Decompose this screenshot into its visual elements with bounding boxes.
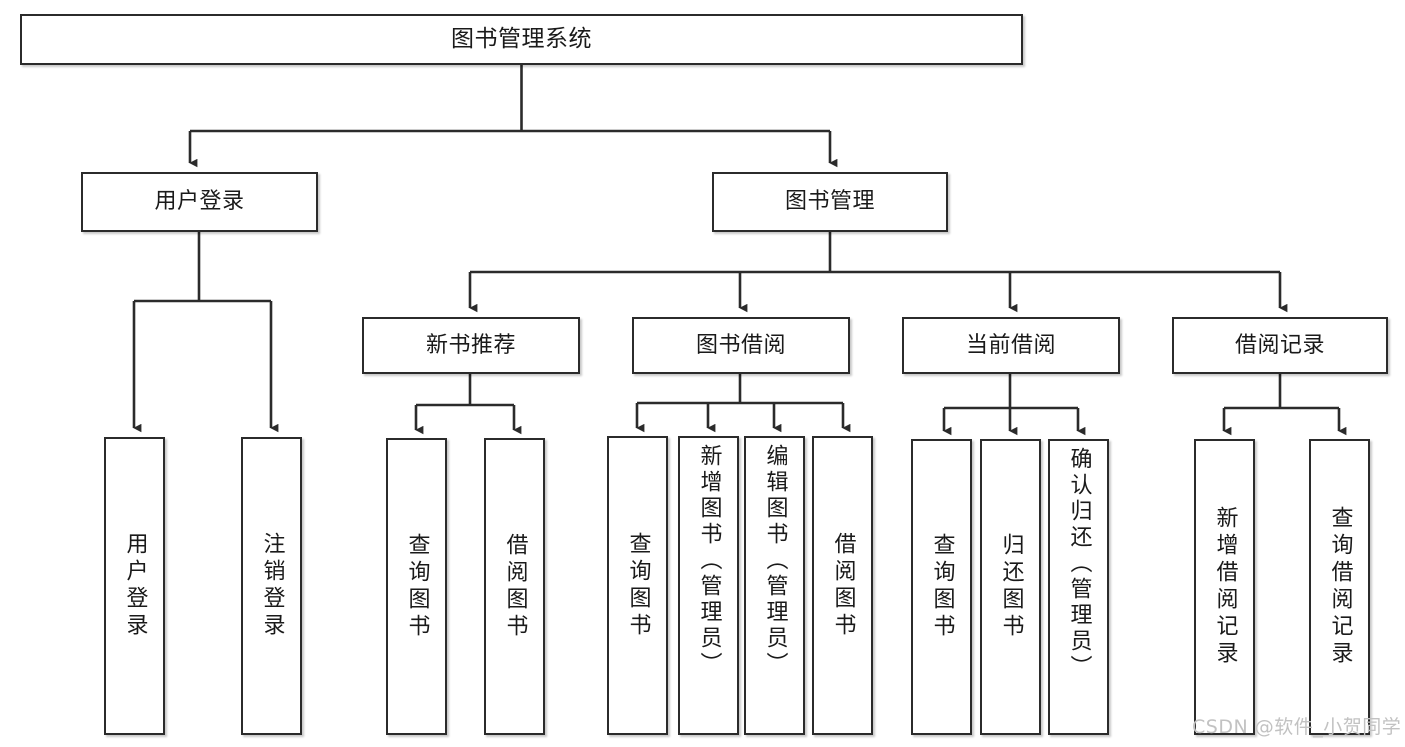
node-label: 图书管理 (784, 189, 875, 215)
node-current-borrow[interactable]: 当前借阅 (902, 317, 1120, 374)
node-label: 查询图书 (404, 532, 430, 641)
leaf-return-book[interactable]: 归还图书 (980, 439, 1041, 735)
node-label: 借阅记录 (1234, 332, 1325, 358)
leaf-user-login[interactable]: 用户登录 (104, 437, 165, 735)
node-label: 新增图书（管理员） (696, 444, 722, 678)
leaf-query-book-1[interactable]: 查询图书 (386, 438, 447, 735)
node-label: 编辑图书（管理员） (762, 444, 788, 678)
csdn-watermark: CSDN @软件_小贺同学 (1192, 716, 1402, 738)
leaf-logout-login[interactable]: 注销登录 (241, 437, 302, 735)
node-label: 图书借阅 (695, 332, 786, 358)
node-label: 查询图书 (625, 531, 651, 640)
node-label: 注销登录 (259, 532, 285, 640)
node-label: 借阅图书 (830, 531, 856, 640)
leaf-borrow-book-1[interactable]: 借阅图书 (484, 438, 545, 735)
node-label: 用户登录 (154, 189, 245, 215)
leaf-query-book-2[interactable]: 查询图书 (607, 436, 668, 735)
node-label: 用户登录 (122, 532, 148, 640)
node-label: 查询图书 (929, 533, 955, 641)
leaf-borrow-book-2[interactable]: 借阅图书 (812, 436, 873, 735)
node-root-book-management-system[interactable]: 图书管理系统 (20, 14, 1023, 65)
leaf-query-book-3[interactable]: 查询图书 (911, 439, 972, 735)
node-label: 图书管理系统 (451, 26, 592, 53)
node-borrow-record[interactable]: 借阅记录 (1172, 317, 1388, 374)
node-user-login[interactable]: 用户登录 (81, 172, 318, 232)
node-label: 新增借阅记录 (1212, 506, 1238, 668)
node-label: 查询借阅记录 (1327, 506, 1353, 668)
leaf-edit-book[interactable]: 编辑图书（管理员） (744, 436, 805, 735)
leaf-query-record[interactable]: 查询借阅记录 (1309, 439, 1370, 735)
node-book-management[interactable]: 图书管理 (712, 172, 948, 232)
node-label: 确认归还（管理员） (1066, 447, 1092, 681)
leaf-add-record[interactable]: 新增借阅记录 (1194, 439, 1255, 735)
leaf-confirm-return[interactable]: 确认归还（管理员） (1048, 439, 1109, 735)
leaf-add-book[interactable]: 新增图书（管理员） (678, 436, 739, 735)
node-book-borrow[interactable]: 图书借阅 (632, 317, 850, 374)
node-label: 当前借阅 (965, 332, 1056, 358)
node-label: 新书推荐 (425, 332, 516, 358)
node-label: 借阅图书 (502, 532, 528, 641)
node-new-book-recommend[interactable]: 新书推荐 (362, 317, 580, 374)
node-label: 归还图书 (998, 533, 1024, 641)
